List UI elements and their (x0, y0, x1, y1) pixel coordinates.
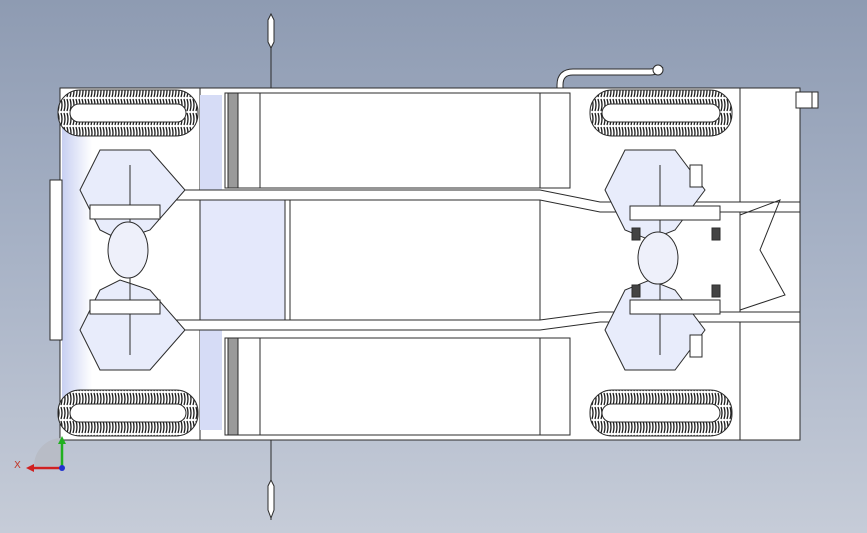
wheel-front-upper (57, 89, 199, 137)
wheel-rear-upper (589, 89, 733, 137)
antenna-bottom (267, 440, 275, 520)
antenna-top (267, 12, 275, 92)
side-panel-lower (224, 337, 571, 436)
coordinate-triad-icon: X (14, 436, 66, 472)
wheel-rear-lower (589, 389, 733, 437)
front-shading (62, 120, 92, 410)
triad-x-label: X (14, 460, 21, 471)
side-panel-upper (224, 92, 571, 189)
wheel-front-lower (57, 389, 199, 437)
rear-axle-assembly (604, 149, 786, 371)
exhaust-pipe (556, 64, 664, 195)
front-axle-assembly (49, 149, 186, 371)
